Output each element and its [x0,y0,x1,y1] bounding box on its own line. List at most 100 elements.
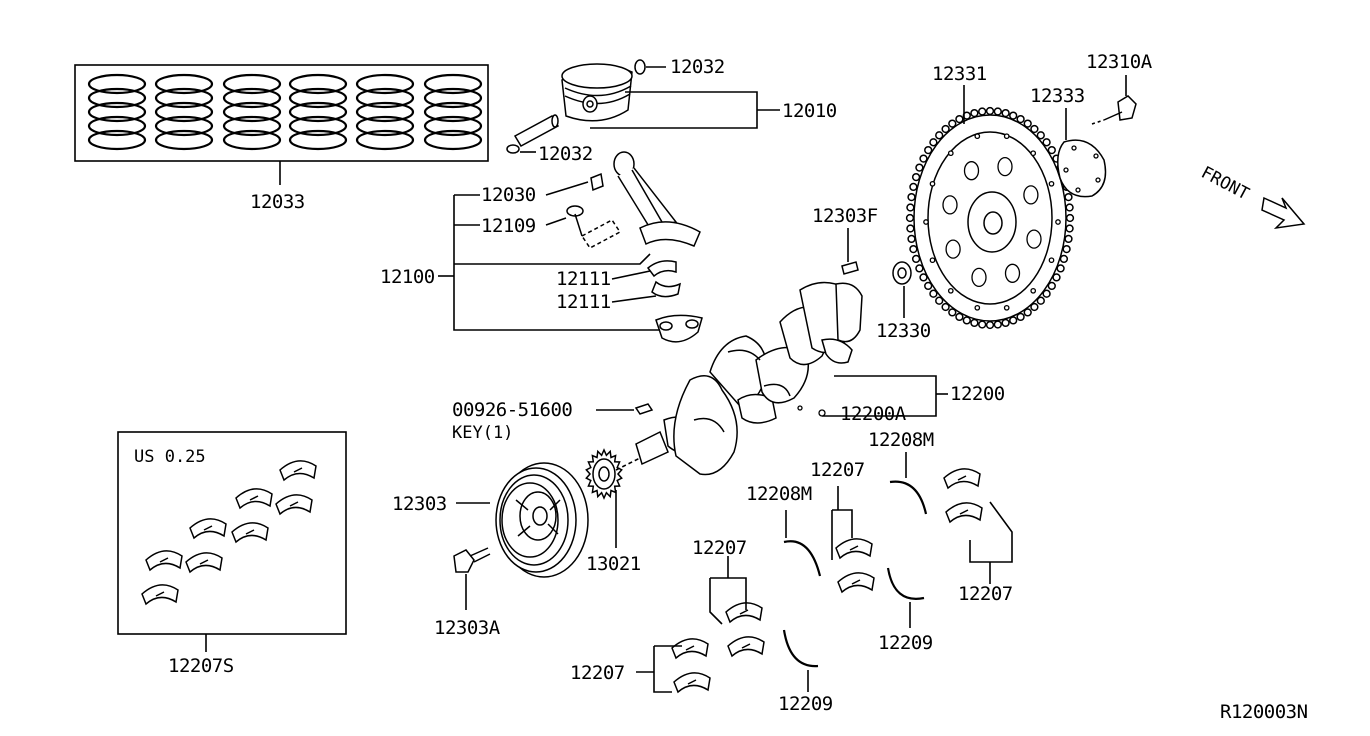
flywheel-window [963,161,980,181]
flywheel-tooth [993,107,1002,116]
label-12030[interactable]: 12030 [481,184,536,206]
label-12207-c[interactable]: 12207 [570,662,625,684]
flywheel-window [1023,185,1039,205]
flywheel-tooth [1042,289,1051,298]
connecting-rod [580,151,701,249]
flywheel-tooth [985,106,995,116]
crank-key [634,403,654,415]
ring-stack-1 [87,73,147,151]
label-12207-b[interactable]: 12207 [692,537,747,559]
flywheel-tooth [1065,213,1075,223]
label-12033[interactable]: 12033 [250,191,305,213]
flywheel-tooth [1030,302,1039,312]
label-12303A[interactable]: 12303A [434,617,501,639]
flywheel-window [1004,263,1021,283]
piston-ring [423,129,483,151]
flywheel-tooth [907,192,916,202]
flywheel-tooth [935,131,944,140]
piston-ring [222,129,282,151]
label-12209-a[interactable]: 12209 [778,693,833,715]
label-12032-bottom[interactable]: 12032 [538,143,593,165]
label-12207S[interactable]: 12207S [168,655,234,677]
front-direction-marker: FRONT [1198,163,1306,230]
piston-ring [154,73,214,95]
drawing-number: R120003N [1220,701,1308,723]
label-12333[interactable]: 12333 [1030,85,1085,107]
label-12207-d[interactable]: 12207 [958,583,1013,605]
flywheel [905,106,1075,330]
thrust-washer-lower-a [782,629,819,668]
piston-ring [355,115,415,137]
us-bearing-upper-2-tab [203,525,213,531]
flywheel-tooth [1065,224,1074,233]
us-bearing-upper-4-tab [293,467,303,473]
thrust-washer-lower-b [886,567,925,600]
label-12209-b[interactable]: 12209 [878,632,933,654]
flywheel-tooth [1059,254,1069,264]
thrust-washer-upper-b [889,480,928,515]
flywheel-tooth [978,107,987,116]
flywheel-tooth [935,296,944,305]
piston-ring [355,101,415,123]
us-bearing-lower-1-tab [155,591,165,597]
main-bearing-upper-2-tab [739,609,749,615]
flywheel-tooth [907,234,916,244]
piston-ring [222,115,282,137]
flywheel-tooth [962,316,971,325]
main-bearing-upper-4-tab [957,475,967,481]
piston-ring [423,87,483,109]
front-label: FRONT [1198,163,1253,205]
flywheel-tooth [1052,273,1061,282]
label-12310A[interactable]: 12310A [1086,51,1153,73]
flywheel-tooth [915,163,924,172]
label-12100[interactable]: 12100 [380,266,435,288]
label-12208M-a[interactable]: 12208M [746,483,812,505]
piston-ring [154,115,214,137]
main-bearing-lower-4-tab [959,509,969,515]
label-12111-a[interactable]: 12111 [556,268,611,290]
piston-ring [288,87,348,109]
flywheel-tooth [993,320,1002,329]
label-12109[interactable]: 12109 [481,215,536,237]
flywheel-tooth [1056,264,1065,273]
flywheel-tooth [929,289,938,298]
label-12111-b[interactable]: 12111 [556,291,611,313]
label-12032-top[interactable]: 12032 [670,56,725,78]
flywheel-tooth [924,281,933,291]
label-12330[interactable]: 12330 [876,320,931,342]
main-bearing-lower-1-tab [851,579,861,585]
us-bearing-lower-3-tab [245,529,255,535]
label-12208M-b[interactable]: 12208M [868,429,934,451]
crank-pulley [495,462,589,578]
crank-sprocket [585,448,623,500]
flywheel-tooth [1047,281,1056,291]
piston-ring [355,73,415,95]
label-00926-51600[interactable]: 00926-51600 [452,399,573,421]
label-12303F[interactable]: 12303F [812,205,878,227]
main-bearing-lower-2-tab [741,643,751,649]
flywheel-tooth [924,145,933,155]
label-13021[interactable]: 13021 [586,553,641,575]
ring-stack-6 [423,73,483,151]
rod-cap [655,314,703,343]
rod-bushing [590,172,604,192]
flywheel-tooth [941,302,950,312]
label-12200A[interactable]: 12200A [840,403,907,425]
flywheel-tooth [1036,131,1045,140]
label-12010[interactable]: 12010 [782,100,837,122]
label-12303[interactable]: 12303 [392,493,447,515]
flywheel-window [971,267,987,288]
label-12331[interactable]: 12331 [932,63,987,85]
flywheel-hole [1055,219,1061,225]
piston-ring [87,101,147,123]
piston [561,63,633,122]
flywheel-tooth [911,172,921,182]
flywheel-tooth [948,119,957,128]
flywheel-plate [1057,139,1107,198]
flywheel-tooth [905,213,915,223]
flywheel-tooth [919,273,928,282]
flywheel-tooth [919,154,928,163]
pulley-bolt [453,547,491,573]
label-12200[interactable]: 12200 [950,383,1005,405]
label-12207-a[interactable]: 12207 [810,459,865,481]
